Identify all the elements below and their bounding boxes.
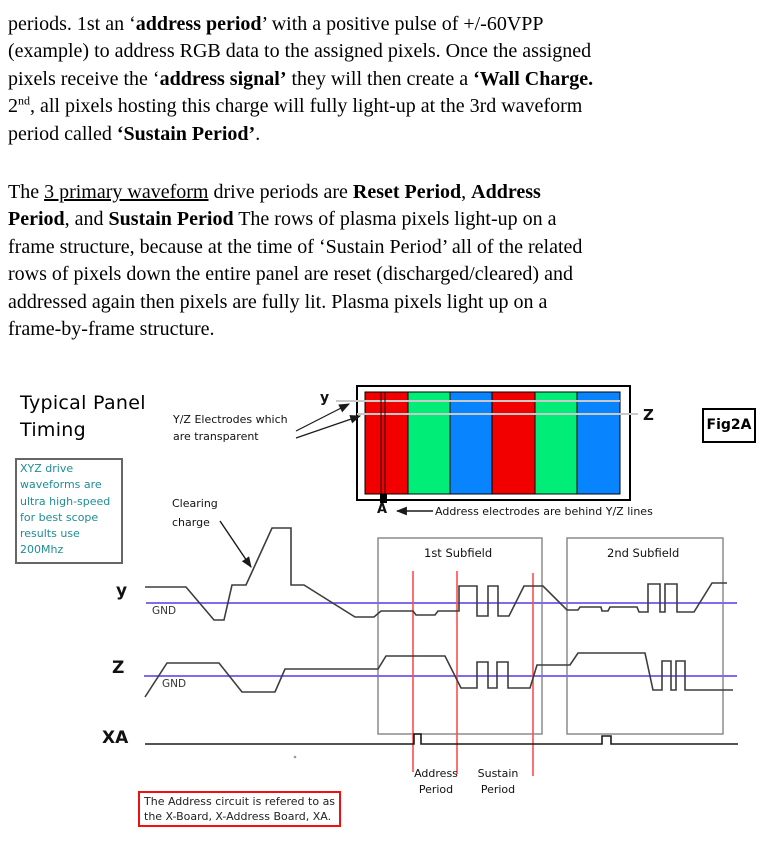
sustain-period-label: Sustain Period xyxy=(477,767,519,796)
subfield1-label: 1st Subfield xyxy=(424,546,493,560)
gnd-label-z: GND xyxy=(162,678,187,690)
stripe-red-1 xyxy=(364,391,409,495)
panel-y-label: y xyxy=(320,390,330,406)
stripe-red-2 xyxy=(491,391,536,495)
text-line: addressed again then pixels are fully li… xyxy=(8,290,548,313)
text-line: rows of pixels down the entire panel are… xyxy=(8,263,573,286)
xa-waveform xyxy=(145,733,738,745)
z-axis-label: Z xyxy=(112,658,125,678)
panel-a-label: A xyxy=(377,502,388,517)
z-waveform xyxy=(144,652,733,698)
stripe-blue-2 xyxy=(576,391,621,495)
stripe-blue-1 xyxy=(449,391,493,495)
yz-electrode-arrow-1 xyxy=(295,403,350,432)
subfield1-box xyxy=(377,537,543,735)
xa-axis-label: XA xyxy=(102,728,129,748)
address-electrode-stub xyxy=(380,494,387,503)
address-circuit-note-box: The Address circuit is refered to as the… xyxy=(138,791,342,827)
text-line: periods. 1st an ‘address period’ with a … xyxy=(8,13,544,35)
stripe-green-1 xyxy=(407,391,451,495)
figure-label-box: Fig2A xyxy=(702,408,756,443)
stray-dot xyxy=(293,755,297,759)
text-line: frame-by-frame structure. xyxy=(8,318,215,341)
paragraph: The 3 primary waveform drive periods are… xyxy=(8,179,774,343)
stripe-green-2 xyxy=(534,391,578,495)
body-text: periods. 1st an ‘address period’ with a … xyxy=(8,11,774,374)
yz-electrode-arrow-2 xyxy=(295,415,362,439)
text-line: pixels receive the ‘address signal’ they… xyxy=(8,67,594,90)
paragraph: periods. 1st an ‘address period’ with a … xyxy=(8,11,774,148)
text-line: period called ‘Sustain Period’. xyxy=(8,122,261,145)
clearing-charge-label: Clearing charge xyxy=(172,497,218,529)
text-line: 2nd, all pixels hosting this charge will… xyxy=(8,93,583,118)
text-line: The 3 primary waveform drive periods are… xyxy=(8,181,541,204)
address-period-label: Address Period xyxy=(414,767,458,796)
yz-electrodes-label: Y/Z Electrodes which are transparent xyxy=(173,413,288,443)
subfield2-box xyxy=(566,537,724,735)
scope-note-box: XYZ drive waveforms are ultra high-speed… xyxy=(15,458,123,564)
y-axis-label: y xyxy=(116,581,128,601)
text-line: frame structure, because at the time of … xyxy=(8,235,583,258)
text-line: (example) to address RGB data to the ass… xyxy=(8,40,592,63)
panel-z-label: Z xyxy=(643,406,654,424)
subfield2-label: 2nd Subfield xyxy=(607,546,680,560)
address-electrodes-label: Address electrodes are behind Y/Z lines xyxy=(435,505,653,518)
y-waveform xyxy=(145,527,727,621)
text-line: Period, and Sustain Period The rows of p… xyxy=(8,208,557,231)
clearing-charge-arrow xyxy=(219,520,252,568)
diagram-title: Typical Panel Timing xyxy=(20,392,146,441)
gnd-label-y: GND xyxy=(152,605,177,617)
